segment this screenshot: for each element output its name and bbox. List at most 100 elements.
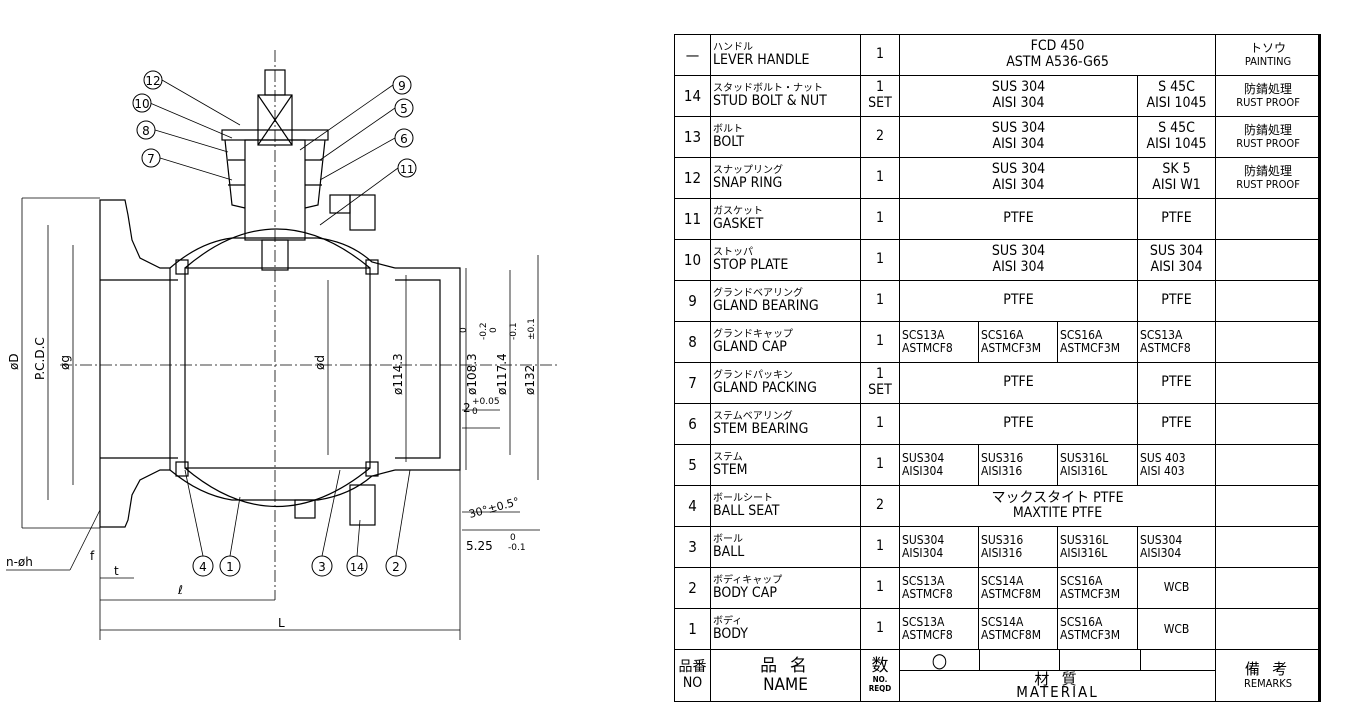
part-material-alt: PTFE bbox=[1136, 362, 1217, 405]
dimension-labels: øD P.C.D.C øg ød ø114.3 ø108.3 0 -0.2 ø1… bbox=[6, 318, 537, 630]
svg-text:9: 9 bbox=[398, 79, 406, 93]
balloon-10: 10 bbox=[132, 93, 152, 113]
dim-od: øD bbox=[7, 353, 21, 370]
header-material: ○ 材 質 MATERIAL bbox=[898, 649, 1217, 702]
header-qty: 数 NO. REQD bbox=[860, 649, 900, 702]
part-qty: 1 bbox=[860, 198, 900, 241]
part-no: 3 bbox=[674, 526, 711, 569]
svg-text:2: 2 bbox=[392, 560, 400, 574]
svg-text:12: 12 bbox=[145, 74, 160, 88]
svg-text:7: 7 bbox=[147, 152, 155, 166]
material-mark: ○ bbox=[901, 650, 980, 671]
dim-l: ℓ bbox=[177, 583, 183, 597]
part-no: — bbox=[674, 33, 711, 77]
part-remarks bbox=[1215, 362, 1322, 405]
dim-d1083-tol-bot: -0.2 bbox=[479, 322, 489, 340]
part-remarks bbox=[1215, 567, 1322, 610]
centerlines bbox=[60, 50, 560, 600]
dim-t2-tol-bot: 0 bbox=[472, 407, 478, 417]
bom-header-row: 品番 NO 品 名 NAME 数 NO. REQD ○ 材 質 M bbox=[674, 649, 1322, 702]
part-no: 2 bbox=[674, 567, 711, 610]
dim-525-tol-top: 0 bbox=[510, 533, 516, 543]
dim-t2-tol-top: +0.05 bbox=[472, 397, 500, 407]
balloon-11: 11 bbox=[397, 158, 417, 178]
svg-text:11: 11 bbox=[400, 163, 414, 176]
svg-text:14: 14 bbox=[350, 561, 364, 574]
part-no: 9 bbox=[674, 280, 711, 323]
part-no: 10 bbox=[674, 239, 711, 282]
part-remarks bbox=[1215, 198, 1322, 241]
dim-f: f bbox=[90, 549, 95, 563]
svg-text:1: 1 bbox=[226, 560, 234, 574]
part-remarks bbox=[1215, 526, 1322, 569]
dim-d132-tol: ±0.1 bbox=[527, 318, 537, 340]
part-remarks bbox=[1215, 239, 1322, 282]
part-qty: 1 bbox=[860, 157, 900, 200]
part-remarks bbox=[1215, 608, 1322, 651]
part-no: 12 bbox=[674, 157, 711, 200]
dim-odd: ød bbox=[313, 355, 327, 370]
part-qty: 1 bbox=[860, 567, 900, 610]
part-remarks bbox=[1215, 403, 1322, 446]
part-qty: 2 bbox=[860, 485, 900, 528]
dim-L: L bbox=[278, 616, 285, 630]
dim-d1083: ø108.3 bbox=[465, 353, 479, 395]
part-remarks bbox=[1215, 485, 1322, 528]
dim-d1083-tol-top: 0 bbox=[459, 327, 469, 333]
part-qty: 2 bbox=[860, 116, 900, 159]
part-material-alt: PTFE bbox=[1136, 198, 1217, 241]
part-material: PTFE bbox=[899, 280, 1138, 323]
balloon-1: 1 bbox=[219, 555, 241, 577]
part-qty: 1 bbox=[860, 33, 900, 77]
dim-d1174-tol-top: 0 bbox=[489, 327, 499, 333]
part-qty: 1 bbox=[860, 608, 900, 651]
dim-d1174-tol-bot: -0.1 bbox=[509, 322, 519, 340]
part-material: PTFE bbox=[899, 403, 1138, 446]
part-no: 1 bbox=[674, 608, 711, 651]
dim-d1143: ø114.3 bbox=[391, 353, 405, 395]
part-material-m4: WCB bbox=[1136, 608, 1217, 651]
dim-d132: ø132 bbox=[523, 365, 537, 395]
svg-text:8: 8 bbox=[142, 124, 150, 138]
svg-text:3: 3 bbox=[318, 560, 326, 574]
dim-525: 5.25 bbox=[466, 539, 493, 553]
